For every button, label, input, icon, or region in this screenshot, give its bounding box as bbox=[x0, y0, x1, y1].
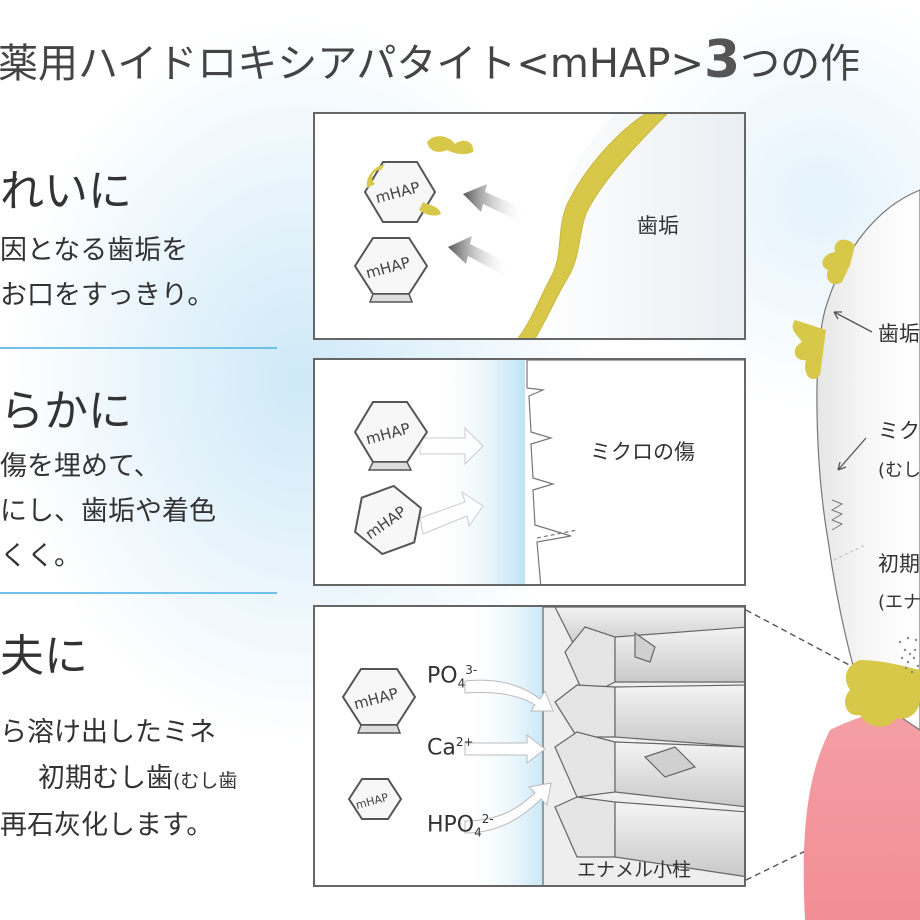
title-prefix: 薬用ハイドロキシアパタイト<mHAP> bbox=[0, 41, 704, 87]
tooth-label-micro: ミク bbox=[878, 419, 920, 443]
section-3-line-2: 初期むし歯(むし歯 bbox=[38, 756, 237, 795]
title-suffix: つの作 bbox=[740, 41, 861, 87]
tooth-surface bbox=[532, 114, 744, 338]
blue-zone bbox=[435, 360, 525, 584]
hex-particle: mHAP bbox=[353, 237, 429, 303]
section-3-line-2-main: 初期むし歯 bbox=[38, 763, 173, 794]
pointer-arrow-1 bbox=[833, 311, 873, 333]
arrow-po4 bbox=[464, 679, 554, 712]
page-title: 薬用ハイドロキシアパタイト<mHAP>3つの作 bbox=[0, 30, 860, 90]
panel-2-illustration: mHAP mHAP bbox=[353, 360, 744, 584]
section-1-line-2: お口をすっきり。 bbox=[0, 280, 215, 311]
section-2-heading: らかに bbox=[0, 386, 132, 437]
tooth-label-early: 初期 bbox=[878, 552, 920, 576]
arrow-2 bbox=[448, 236, 510, 276]
section-2-line-3: くく。 bbox=[0, 541, 81, 572]
arrow-white-1 bbox=[419, 426, 484, 466]
section-3-heading: 夫に bbox=[0, 631, 88, 682]
arrow-ca bbox=[464, 733, 546, 765]
enamel-surface-scratched bbox=[526, 360, 744, 584]
plaque-left bbox=[792, 320, 826, 380]
hex-particle: mHAP bbox=[354, 484, 422, 556]
enamel-rod-label: エナメル小柱 bbox=[577, 859, 692, 881]
plaque-bottom bbox=[845, 660, 920, 727]
tooth-label-early-sub: (エナ bbox=[878, 592, 920, 613]
plaque-layer bbox=[517, 114, 668, 338]
arrow-hpo4 bbox=[464, 782, 552, 834]
hex-particle-small: mHAP bbox=[347, 778, 403, 820]
plaque-top bbox=[822, 239, 855, 285]
chem-po4: PO43- bbox=[427, 663, 478, 691]
scratch-label: ミクロの傷 bbox=[590, 440, 695, 464]
section-2-line-1: 傷を埋めて、 bbox=[0, 451, 161, 482]
chem-hpo4: HPO42- bbox=[427, 812, 494, 840]
section-1-line-1: 因となる歯垢を bbox=[0, 235, 189, 266]
lesion-dots bbox=[898, 636, 920, 674]
enamel-rods bbox=[542, 607, 744, 885]
hex-plaque-particle: mHAP bbox=[363, 161, 441, 223]
panel-scratch-repair: mHAP mHAP ミクロの傷 bbox=[313, 358, 746, 586]
section-separator bbox=[0, 592, 277, 594]
plaque-blob-top bbox=[427, 136, 474, 155]
section-3-line-3: 再石灰化します。 bbox=[0, 810, 214, 841]
arrow-white-2 bbox=[419, 490, 484, 535]
tooth-label-micro-sub: (むし bbox=[878, 460, 920, 481]
pointer-arrow-2 bbox=[837, 437, 867, 471]
panel-1-illustration: mHAP mHAP bbox=[353, 114, 744, 338]
hex-particle: mHAP bbox=[353, 401, 429, 471]
chem-ca: Ca2+ bbox=[427, 735, 474, 761]
tooth-illustration: 歯垢 ミク (むし 初期 (エナ bbox=[750, 170, 920, 920]
arrow-1 bbox=[463, 184, 525, 222]
plaque-label: 歯垢 bbox=[637, 214, 679, 238]
section-2-line-2: にし、歯垢や着色 bbox=[0, 496, 216, 527]
panel-remineralization: mHAP mHAP PO43- Ca2+ HPO42- エナメル小柱 bbox=[313, 605, 746, 887]
scratch-edge bbox=[830, 499, 844, 531]
hex-particle: mHAP bbox=[341, 668, 417, 734]
gum bbox=[803, 690, 920, 920]
tooth-svg bbox=[792, 189, 920, 920]
title-number: 3 bbox=[703, 30, 741, 90]
panel-3-illustration: mHAP mHAP bbox=[341, 607, 744, 885]
panel-plaque-removal: mHAP mHAP 歯垢 bbox=[313, 112, 746, 340]
section-1-heading: れいに bbox=[0, 166, 132, 217]
section-separator bbox=[0, 347, 277, 349]
tooth-label-plaque: 歯垢 bbox=[878, 322, 920, 346]
section-3-line-2-small: (むし歯 bbox=[173, 770, 238, 792]
section-3-line-1: ら溶け出したミネ bbox=[0, 717, 216, 748]
